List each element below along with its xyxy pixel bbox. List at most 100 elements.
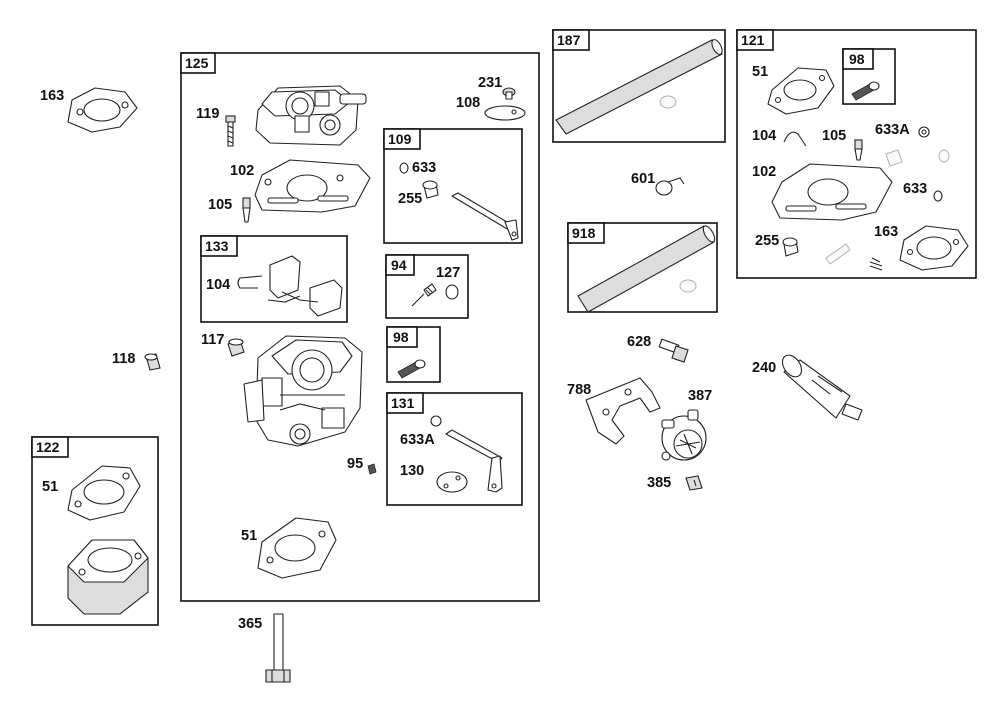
part-label-601: 601 <box>631 171 655 187</box>
washer-633-kit121 <box>933 190 943 202</box>
gasket-102-kit121 <box>771 163 893 221</box>
fitting-118 <box>144 353 161 371</box>
screw-95 <box>367 463 377 475</box>
oring-127 <box>445 284 459 300</box>
washer-633A-kit121 <box>918 126 930 138</box>
part-label-240: 240 <box>752 360 776 376</box>
gasket-51-kit125 <box>257 517 337 579</box>
kit-label-121: 121 <box>741 32 765 48</box>
part-label-51-kit122: 51 <box>42 479 58 495</box>
gasket-51-kit121 <box>767 67 835 115</box>
fuel-filter-240 <box>781 354 863 421</box>
part-label-231: 231 <box>478 75 502 91</box>
part-label-633-kit109: 633 <box>412 160 436 176</box>
kit-box-98-top: 98 <box>842 48 896 105</box>
screw-231 <box>502 87 516 100</box>
kit-box-122: 122 <box>31 436 159 626</box>
needle-105-kit125 <box>242 197 251 223</box>
kit-box-187: 187 <box>552 29 726 143</box>
spring-kit121 <box>825 243 883 271</box>
kit-label-98-top: 98 <box>849 51 865 67</box>
kit-label-133: 133 <box>205 238 229 254</box>
part-label-105-kit125: 105 <box>208 197 232 213</box>
part-label-788: 788 <box>567 382 591 398</box>
kit-box-94: 94 <box>385 254 469 319</box>
shaft-131 <box>445 429 503 493</box>
screw-385 <box>685 475 703 491</box>
part-label-163-left: 163 <box>40 88 64 104</box>
needle-94 <box>411 283 437 307</box>
part-label-628: 628 <box>627 334 651 350</box>
kit-label-94: 94 <box>391 257 407 273</box>
part-label-130: 130 <box>400 463 424 479</box>
part-label-102-kit125: 102 <box>230 163 254 179</box>
part-label-633A-kit131: 633A <box>400 432 435 448</box>
part-label-51-kit121: 51 <box>752 64 768 80</box>
kit-label-187: 187 <box>557 32 581 48</box>
shaft-109 <box>451 192 519 241</box>
kit-box-125: 125 <box>180 52 540 602</box>
part-label-118: 118 <box>112 351 135 367</box>
kit-box-133: 133 <box>200 235 348 323</box>
kit-box-109: 109 <box>383 128 523 244</box>
hose-187 <box>555 39 723 135</box>
carburetor-top-cover <box>255 85 367 146</box>
fuel-pump-387 <box>661 409 707 461</box>
part-label-51-kit125: 51 <box>241 528 257 544</box>
part-label-104-kit133: 104 <box>206 277 230 293</box>
bolt-365 <box>265 613 291 683</box>
float-133 <box>267 255 343 317</box>
bushing-255-kit121 <box>782 237 799 257</box>
kit-box-918: 918 <box>567 222 718 313</box>
plate-130 <box>436 471 468 493</box>
kit-label-125: 125 <box>185 55 209 71</box>
carburetor-body <box>243 335 363 447</box>
part-label-633-kit121: 633 <box>903 181 927 197</box>
part-label-102-kit121: 102 <box>752 164 776 180</box>
clip-104-kit133 <box>237 275 263 289</box>
light-parts-kit121 <box>885 149 950 167</box>
part-label-117: 117 <box>201 332 224 348</box>
part-label-108: 108 <box>456 95 480 111</box>
bracket-788 <box>585 377 661 445</box>
kit-box-98-mid: 98 <box>386 326 441 383</box>
fitting-117 <box>227 338 245 357</box>
part-label-105-kit121: 105 <box>822 128 846 144</box>
clamp-601 <box>655 177 685 196</box>
gasket-163-kit121 <box>899 225 969 271</box>
clip-104-kit121 <box>783 131 807 147</box>
washer-633-kit109 <box>399 162 409 174</box>
part-label-365: 365 <box>238 616 262 632</box>
part-label-163-kit121: 163 <box>874 224 898 240</box>
screw-119 <box>225 115 236 147</box>
kit-label-122: 122 <box>36 439 60 455</box>
kit-box-121: 121 <box>736 29 977 279</box>
part-label-385: 385 <box>647 475 671 491</box>
gasket-163-left <box>67 87 138 133</box>
screw-98-top <box>851 81 880 101</box>
hose-918 <box>577 225 716 313</box>
kit-label-98-mid: 98 <box>393 329 409 345</box>
gasket-102-kit125 <box>254 159 371 213</box>
kit-box-131: 131 <box>386 392 523 506</box>
part-label-387: 387 <box>688 388 712 404</box>
kit-label-109: 109 <box>388 131 412 147</box>
part-label-104-kit121: 104 <box>752 128 776 144</box>
part-label-127: 127 <box>436 265 460 281</box>
bushing-255-kit109 <box>422 180 439 199</box>
part-label-255-kit121: 255 <box>755 233 779 249</box>
plate-108 <box>484 105 526 121</box>
spacer-kit122 <box>67 539 149 615</box>
part-label-95: 95 <box>347 456 363 472</box>
needle-105-kit121 <box>854 139 863 161</box>
part-label-633A-kit121: 633A <box>875 122 910 138</box>
kit-label-918: 918 <box>572 225 596 241</box>
screw-98-mid <box>397 359 426 379</box>
part-label-255-kit109: 255 <box>398 191 422 207</box>
part-label-119: 119 <box>196 106 219 122</box>
kit-label-131: 131 <box>391 395 415 411</box>
gasket-51-kit122 <box>67 465 141 521</box>
washer-633A-kit131 <box>430 415 442 427</box>
